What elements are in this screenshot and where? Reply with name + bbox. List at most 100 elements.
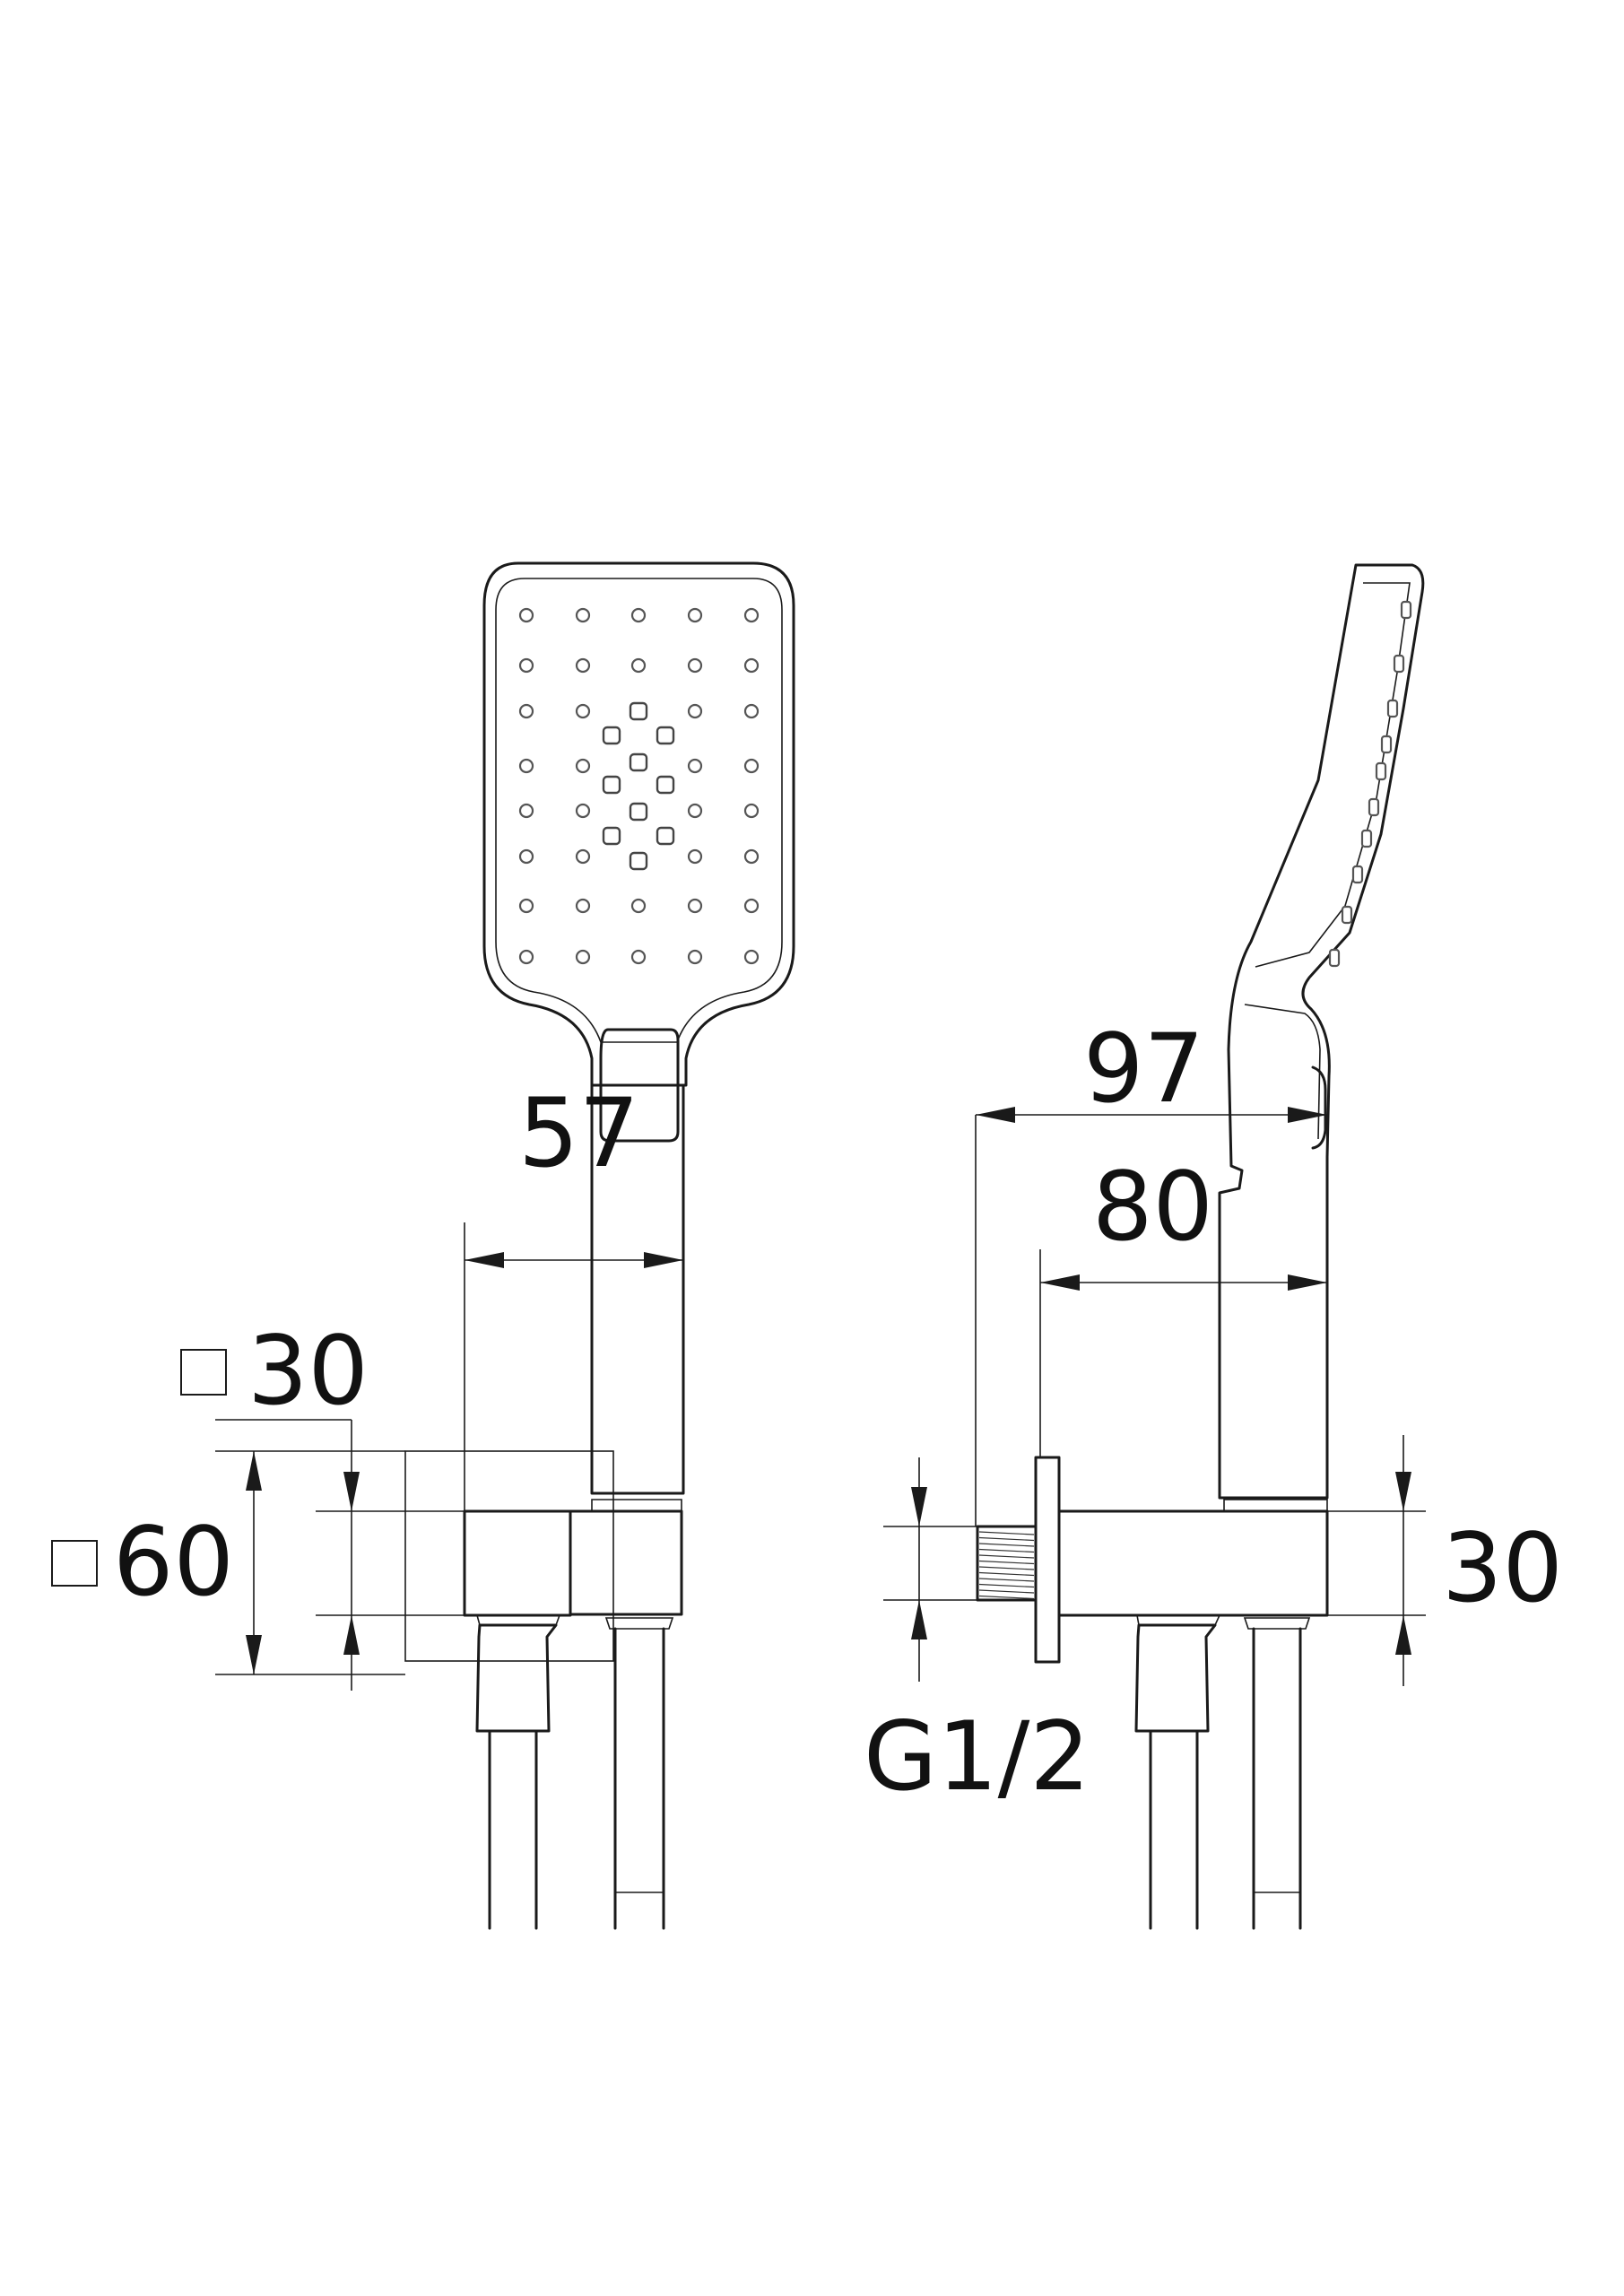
nozzle-dot bbox=[743, 848, 760, 865]
side-head-outline bbox=[1218, 563, 1425, 1500]
thread-lines bbox=[978, 1531, 1035, 1600]
side-outlet-connector bbox=[1134, 1623, 1217, 1733]
dim-bracket-outer: 60 bbox=[113, 1507, 234, 1617]
thread-line bbox=[978, 1589, 1035, 1594]
nozzle-dot bbox=[518, 758, 534, 774]
dim-thread: G1/2 bbox=[864, 1701, 1090, 1812]
nozzle-dot bbox=[575, 898, 591, 914]
mode-button bbox=[599, 1028, 680, 1143]
nozzle-dot bbox=[518, 949, 534, 965]
side-hose-right-top bbox=[1243, 1617, 1311, 1630]
thread-line bbox=[978, 1595, 1035, 1600]
side-nozzle bbox=[1351, 865, 1364, 884]
nozzle-dot bbox=[518, 803, 534, 819]
nozzle-dot bbox=[575, 703, 591, 719]
thread-body bbox=[976, 1525, 1038, 1602]
bracket-holder bbox=[569, 1509, 683, 1616]
side-holder-cup bbox=[1223, 1499, 1328, 1512]
nozzle-dot bbox=[518, 898, 534, 914]
nozzle-dot bbox=[687, 607, 703, 623]
thread-line bbox=[978, 1554, 1035, 1559]
nozzle-dot bbox=[575, 607, 591, 623]
dim-holder-depth: 80 bbox=[1092, 1152, 1213, 1262]
nozzle-square bbox=[629, 752, 648, 772]
hose-left bbox=[488, 1729, 538, 1930]
square-section-icon bbox=[51, 1540, 98, 1587]
thread-line bbox=[978, 1531, 1035, 1535]
nozzle-dot bbox=[743, 803, 760, 819]
hose-right bbox=[613, 1627, 665, 1930]
nozzle-square bbox=[656, 826, 675, 846]
side-nozzle bbox=[1386, 699, 1399, 718]
side-nozzle bbox=[1328, 948, 1341, 968]
thread-line bbox=[978, 1583, 1035, 1588]
nozzle-dot bbox=[630, 607, 647, 623]
square-nozzles bbox=[602, 701, 675, 871]
thread-line bbox=[978, 1536, 1035, 1542]
shower-head-outline bbox=[482, 561, 795, 1087]
nozzle-dot bbox=[575, 803, 591, 819]
nozzle-dot bbox=[687, 898, 703, 914]
nozzle-dot bbox=[743, 607, 760, 623]
nozzle-dot bbox=[575, 949, 591, 965]
side-nozzle bbox=[1360, 829, 1373, 848]
hose-right-top bbox=[604, 1617, 674, 1630]
nozzle-dot bbox=[687, 848, 703, 865]
holder-cup bbox=[591, 1499, 682, 1512]
nozzle-dot bbox=[687, 803, 703, 819]
nozzle-dot bbox=[743, 657, 760, 674]
side-nozzle bbox=[1375, 761, 1387, 781]
side-nozzle bbox=[1368, 797, 1380, 817]
nozzle-square bbox=[656, 775, 675, 795]
front-dimensions: 57 30 60 bbox=[51, 1078, 684, 1691]
dim-bracket-inner: 30 bbox=[248, 1316, 369, 1426]
nozzle-dot bbox=[518, 607, 534, 623]
dim-handle-width: 57 bbox=[518, 1078, 639, 1188]
nozzle-dot bbox=[630, 949, 647, 965]
outlet-flange bbox=[475, 1614, 561, 1626]
side-head-inner bbox=[1255, 582, 1411, 968]
outlet-connector bbox=[475, 1623, 558, 1733]
nozzle-square bbox=[602, 726, 621, 745]
side-hose-right bbox=[1252, 1627, 1302, 1930]
nozzle-dot bbox=[518, 657, 534, 674]
bracket-outer-plate bbox=[404, 1450, 614, 1662]
front-view bbox=[404, 561, 795, 1930]
nozzle-square bbox=[629, 701, 648, 721]
nozzle-square bbox=[629, 851, 648, 871]
side-bracket bbox=[1057, 1509, 1329, 1617]
round-nozzles bbox=[518, 607, 760, 965]
side-hose-left bbox=[1149, 1729, 1199, 1930]
nozzle-dot bbox=[743, 949, 760, 965]
side-nozzles bbox=[1328, 600, 1412, 968]
nozzle-square bbox=[629, 802, 648, 822]
nozzle-square bbox=[602, 826, 621, 846]
side-view bbox=[976, 563, 1425, 1930]
side-nozzle bbox=[1400, 600, 1412, 620]
side-outlet-flange bbox=[1136, 1614, 1221, 1626]
dim-bracket-height: 30 bbox=[1442, 1513, 1563, 1623]
side-nozzle bbox=[1341, 905, 1353, 925]
nozzle-square bbox=[656, 726, 675, 745]
nozzle-square bbox=[602, 775, 621, 795]
square-section-icon bbox=[180, 1349, 227, 1396]
side-head-inner2 bbox=[1244, 1004, 1321, 1140]
thread-line bbox=[978, 1548, 1035, 1553]
thread-line bbox=[978, 1560, 1035, 1565]
thread-line bbox=[978, 1571, 1035, 1577]
nozzle-dot bbox=[575, 848, 591, 865]
thread-line bbox=[978, 1578, 1035, 1582]
nozzle-dot bbox=[687, 657, 703, 674]
side-nozzle bbox=[1380, 735, 1393, 754]
nozzle-dot bbox=[630, 898, 647, 914]
nozzle-dot bbox=[518, 848, 534, 865]
nozzle-dot bbox=[630, 657, 647, 674]
bracket-body bbox=[463, 1509, 572, 1617]
dim-total-depth: 97 bbox=[1083, 1013, 1204, 1124]
nozzle-dot bbox=[687, 703, 703, 719]
nozzle-dot bbox=[687, 949, 703, 965]
nozzle-dot bbox=[575, 657, 591, 674]
side-nozzle bbox=[1393, 654, 1405, 674]
side-dimensions: 97 80 30 G1/2 bbox=[864, 1013, 1563, 1812]
